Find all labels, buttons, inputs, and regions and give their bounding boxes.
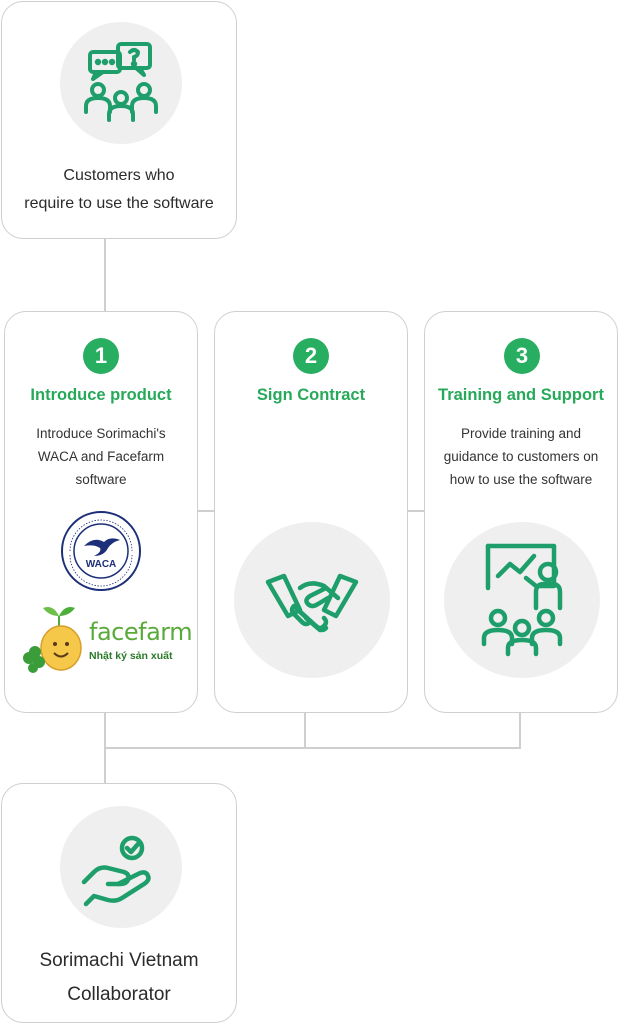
facefarm-tagline: Nhật ký sản xuất [89, 650, 173, 662]
step-1-title: Introduce product [30, 386, 172, 404]
step-1-description: Introduce Sorimachi's WACA and Facefarm … [36, 426, 166, 487]
step-3-title: Training and Support [438, 386, 604, 404]
waca-text: WACA [86, 559, 117, 570]
training-presentation-icon [481, 543, 563, 657]
step-1-card: 1 Introduce product Introduce Sorimachi'… [4, 311, 198, 713]
connector-step2-down [304, 712, 306, 748]
waca-logo: WACA [61, 511, 141, 591]
customers-icon-circle [60, 22, 182, 144]
training-icon-circle [444, 522, 600, 678]
facefarm-mascot [23, 607, 82, 673]
customers-label: Customers who require to use the softwar… [24, 167, 214, 212]
hand-check-icon [81, 835, 151, 907]
customers-card: Customers who require to use the softwar… [1, 1, 237, 239]
handshake-icon [265, 573, 359, 633]
step-3-card: 3 Training and Support Provide training … [424, 311, 618, 713]
connector-step1-step2 [196, 510, 216, 512]
step-1-number: 1 [83, 338, 119, 374]
facefarm-name: facefarm [89, 618, 193, 646]
collaborator-card: Sorimachi Vietnam Collaborator [1, 783, 237, 1023]
connector-step3-down [519, 712, 521, 748]
collaborator-icon-circle [60, 806, 182, 928]
connector-bottom-horizontal [104, 747, 521, 749]
step-2-title: Sign Contract [256, 386, 366, 404]
step-3-description: Provide training and guidance to custome… [443, 426, 599, 487]
connector-top [104, 238, 106, 312]
connector-step2-step3 [406, 510, 426, 512]
collaborator-label: Sorimachi Vietnam Collaborator [39, 950, 199, 1005]
handshake-icon-circle [234, 522, 390, 678]
step-3-number: 3 [504, 338, 540, 374]
step-2-number: 2 [293, 338, 329, 374]
customers-discussion-icon [84, 42, 158, 122]
facefarm-logo: facefarm Nhật ký sản xuất [23, 602, 193, 682]
step-2-card: 2 Sign Contract [214, 311, 408, 713]
